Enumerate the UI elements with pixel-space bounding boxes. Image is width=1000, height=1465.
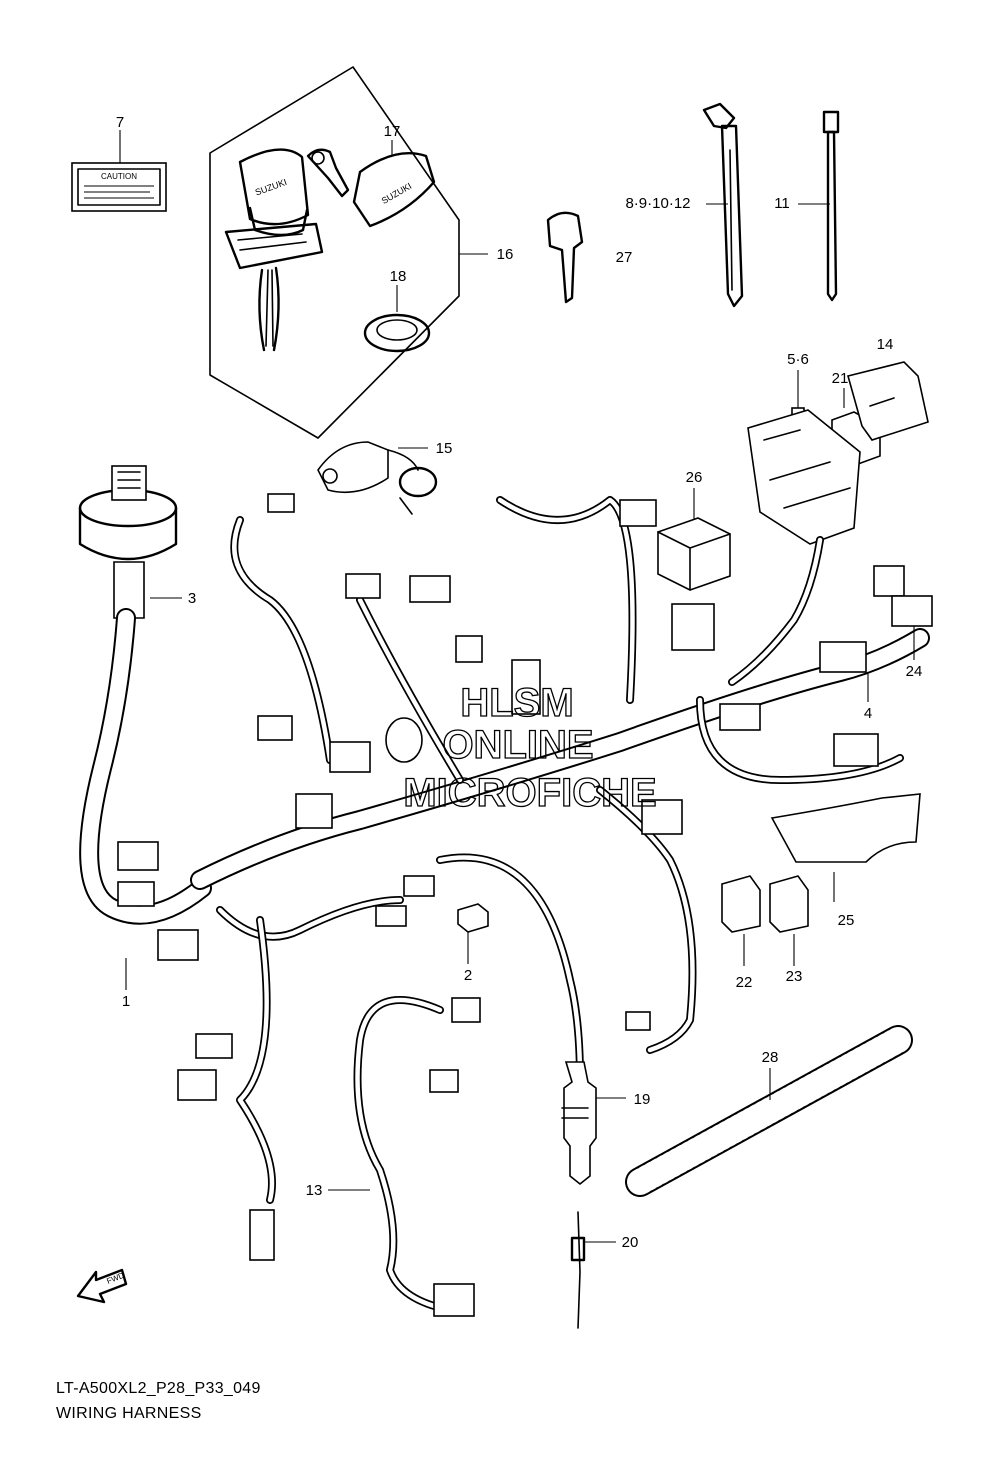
- svg-text:SUZUKI: SUZUKI: [380, 181, 414, 206]
- connectors-4-24: [819, 565, 933, 702]
- part-label-20: 20: [622, 1234, 639, 1251]
- part-label-1: 1: [122, 993, 130, 1010]
- part-label-14: 14: [877, 336, 894, 353]
- diagram-title: WIRING HARNESS: [56, 1405, 202, 1422]
- part-label-27: 27: [616, 249, 633, 266]
- watermark: HLSM ONLINE MICROFICHE: [403, 680, 658, 815]
- small-parts: [457, 793, 921, 966]
- caution-label-text: CAUTION: [101, 172, 137, 181]
- relay-26: [657, 488, 731, 591]
- part-label-15: 15: [436, 440, 453, 457]
- part-label-17: 17: [384, 123, 401, 140]
- part-label-28: 28: [762, 1049, 779, 1066]
- diagram-code: LT-A500XL2_P28_P33_049: [56, 1380, 261, 1397]
- part-label-2: 2: [464, 967, 472, 984]
- cap-15: [317, 441, 438, 515]
- part-label-5-6: 5·6: [787, 351, 809, 368]
- fwd-text: FWD: [105, 1271, 125, 1286]
- part-labels: 7 17 8·9·10·12 11 16 27 18 14 5·6 21 15 …: [116, 114, 923, 1251]
- part-label-23: 23: [786, 968, 803, 985]
- part-label-24: 24: [906, 663, 923, 680]
- harness-13: [328, 996, 481, 1317]
- watermark-line3: MICROFICHE: [403, 771, 656, 815]
- part-label-7: 7: [116, 114, 124, 131]
- part-label-3: 3: [188, 590, 196, 607]
- key-and-ties: [546, 102, 840, 308]
- ignition-switch-kit: SUZUKI SUZUKI: [209, 66, 488, 439]
- part-label-21: 21: [832, 370, 849, 387]
- main-harness-1: [117, 493, 930, 1261]
- watermark-line2: ONLINE: [442, 723, 593, 767]
- part-label-18: 18: [390, 268, 407, 285]
- watermark-line1: HLSM: [460, 681, 573, 725]
- key-brand-text: SUZUKI: [254, 177, 288, 198]
- harness-3: [78, 465, 212, 925]
- part-label-11: 11: [774, 195, 790, 212]
- fwd-arrow-icon: FWD: [76, 1268, 128, 1304]
- tube-28: [625, 1025, 913, 1197]
- sensor-19-20: [561, 1061, 626, 1329]
- part-label-22: 22: [736, 974, 753, 991]
- part-label-26: 26: [686, 469, 703, 486]
- fuse-relay-group: [728, 361, 929, 686]
- part-label-16: 16: [497, 246, 514, 263]
- part-label-8-9-10-12: 8·9·10·12: [625, 195, 690, 212]
- part-label-19: 19: [634, 1091, 651, 1108]
- part-label-4: 4: [864, 705, 872, 722]
- part-label-25: 25: [838, 912, 855, 929]
- caution-label-part: CAUTION: [71, 130, 167, 212]
- part-label-13: 13: [306, 1182, 323, 1199]
